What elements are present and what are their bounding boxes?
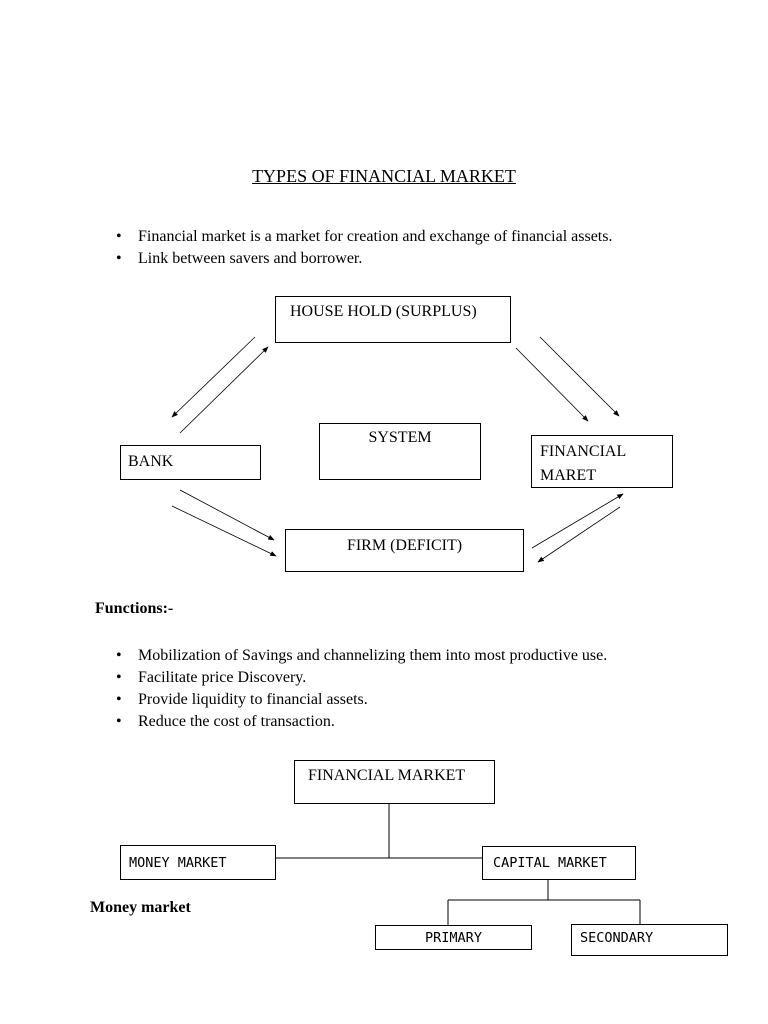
bank-label: BANK bbox=[128, 453, 174, 470]
secondary-box: SECONDARY bbox=[571, 924, 728, 956]
money-market-label: MONEY MARKET bbox=[129, 855, 227, 871]
intro-bullet-item: Link between savers and borrower. bbox=[110, 248, 612, 270]
system-box: SYSTEM bbox=[319, 423, 481, 480]
functions-bullet-item: Provide liquidity to financial assets. bbox=[110, 689, 607, 711]
secondary-label: SECONDARY bbox=[580, 930, 654, 946]
arrow-firm-to-finmarket bbox=[531, 493, 624, 549]
arrow-finmarket-to-firm bbox=[537, 506, 621, 563]
arrow-bank-to-household bbox=[179, 346, 269, 434]
arrow-bank-to-firm-1 bbox=[179, 489, 275, 541]
functions-bullet-item: Mobilization of Savings and channelizing… bbox=[110, 645, 607, 667]
intro-bullet-item: Financial market is a market for creatio… bbox=[110, 226, 612, 248]
firm-label: FIRM (DEFICIT) bbox=[346, 537, 463, 554]
functions-heading: Functions:- bbox=[95, 600, 174, 617]
capital-market-label: CAPITAL MARKET bbox=[493, 855, 607, 871]
primary-box: PRIMARY bbox=[375, 925, 532, 950]
bank-box: BANK bbox=[120, 445, 261, 480]
functions-bullet-item: Reduce the cost of transaction. bbox=[110, 711, 607, 733]
arrow-household-to-finmarket-2 bbox=[539, 336, 620, 417]
capital-market-box: CAPITAL MARKET bbox=[482, 846, 636, 880]
primary-label: PRIMARY bbox=[425, 930, 482, 946]
financial-market-root-box: FINANCIAL MARKET bbox=[294, 760, 495, 804]
functions-bullet-list: Mobilization of Savings and channelizing… bbox=[110, 645, 607, 733]
intro-bullet-list: Financial market is a market for creatio… bbox=[110, 226, 612, 270]
arrow-household-to-bank bbox=[171, 336, 256, 418]
household-box: HOUSE HOLD (SURPLUS) bbox=[275, 296, 511, 343]
functions-bullet-item: Facilitate price Discovery. bbox=[110, 667, 607, 689]
page-title: TYPES OF FINANCIAL MARKET bbox=[252, 166, 516, 186]
financial-market-root-label: FINANCIAL MARKET bbox=[308, 767, 466, 784]
financial-market-label-line1: FINANCIAL bbox=[540, 443, 627, 460]
firm-box: FIRM (DEFICIT) bbox=[285, 529, 524, 572]
arrow-household-to-finmarket-1 bbox=[515, 347, 589, 422]
arrow-bank-to-firm-2 bbox=[171, 505, 277, 557]
money-market-heading: Money market bbox=[90, 899, 191, 916]
money-market-box: MONEY MARKET bbox=[120, 845, 276, 880]
financial-market-box: FINANCIAL MARET bbox=[531, 435, 673, 488]
financial-market-label-line2: MARET bbox=[540, 467, 596, 484]
household-label: HOUSE HOLD (SURPLUS) bbox=[290, 303, 477, 320]
system-label: SYSTEM bbox=[368, 429, 432, 446]
